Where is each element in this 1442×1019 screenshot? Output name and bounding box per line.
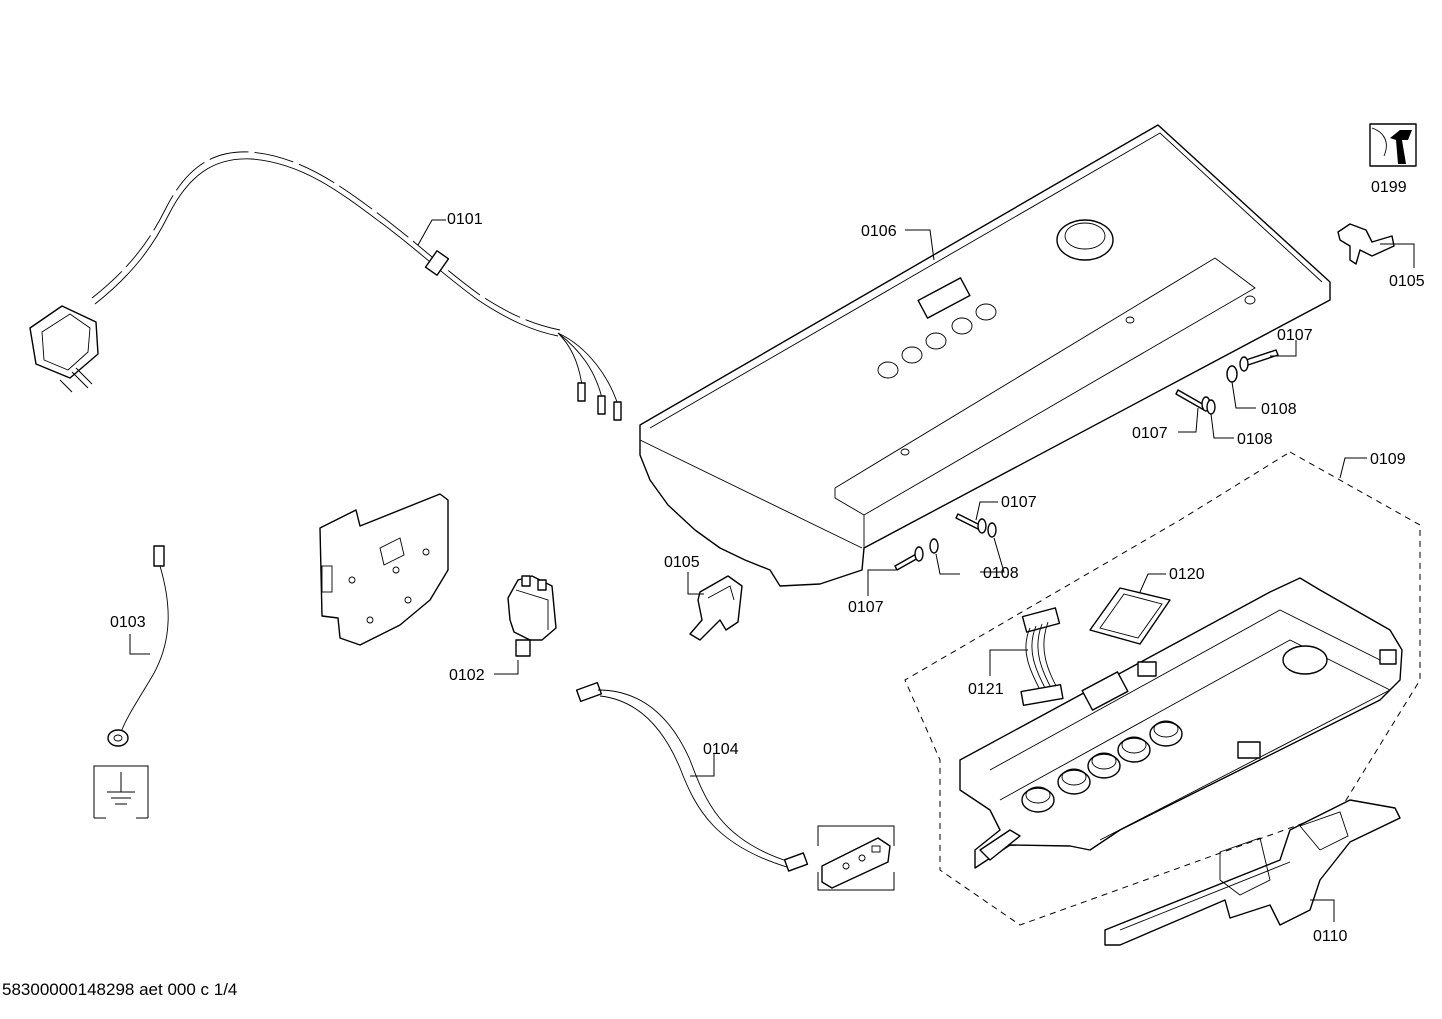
earth-cable-part [107, 545, 169, 747]
label-0106: 0106 [861, 223, 897, 240]
clip-part-right [1337, 223, 1395, 265]
ground-symbol-icon [93, 765, 149, 819]
clip-part-left [689, 575, 743, 641]
screw-part-3 [955, 513, 987, 534]
label-0110: 0110 [1313, 928, 1348, 945]
display-window-part [1089, 587, 1171, 645]
wrench-icon [1369, 123, 1417, 167]
label-0199: 0199 [1371, 179, 1407, 196]
cable-harness-part [575, 681, 809, 872]
label-0107-a: 0107 [1277, 327, 1313, 344]
label-0102: 0102 [449, 667, 485, 684]
washer-part-2 [1206, 399, 1216, 415]
label-0107-d: 0107 [848, 599, 884, 616]
power-cord-part [29, 151, 622, 421]
circuit-board-part [319, 493, 449, 646]
label-0120: 0120 [1169, 566, 1205, 583]
label-0107-c: 0107 [1001, 494, 1037, 511]
control-panel-part [639, 124, 1331, 587]
washer-part-3 [987, 522, 997, 538]
washer-part-1 [1226, 365, 1238, 383]
label-0109: 0109 [1370, 451, 1406, 468]
washer-part-4 [929, 538, 939, 554]
board-detail-inset [817, 825, 895, 891]
bracket-part [1104, 799, 1401, 946]
ribbon-cable-part [1020, 607, 1064, 707]
screw-part-2 [1175, 389, 1211, 412]
label-0121: 0121 [968, 681, 1004, 698]
screw-part-4 [894, 546, 924, 571]
electronic-module-part [959, 577, 1403, 869]
label-0105-left: 0105 [664, 554, 700, 571]
label-0108-c: 0108 [983, 565, 1019, 582]
document-footer: 58300000148298 aet 000 c 1/4 [2, 980, 238, 999]
filter-part [507, 575, 557, 657]
label-0108-a: 0108 [1261, 401, 1297, 418]
screw-part-1 [1239, 349, 1279, 372]
label-0104: 0104 [703, 741, 739, 758]
label-0108-b: 0108 [1237, 431, 1273, 448]
label-0105-right: 0105 [1389, 273, 1425, 290]
label-0107-b: 0107 [1132, 425, 1168, 442]
label-0101: 0101 [447, 211, 483, 228]
label-0103: 0103 [110, 614, 146, 631]
